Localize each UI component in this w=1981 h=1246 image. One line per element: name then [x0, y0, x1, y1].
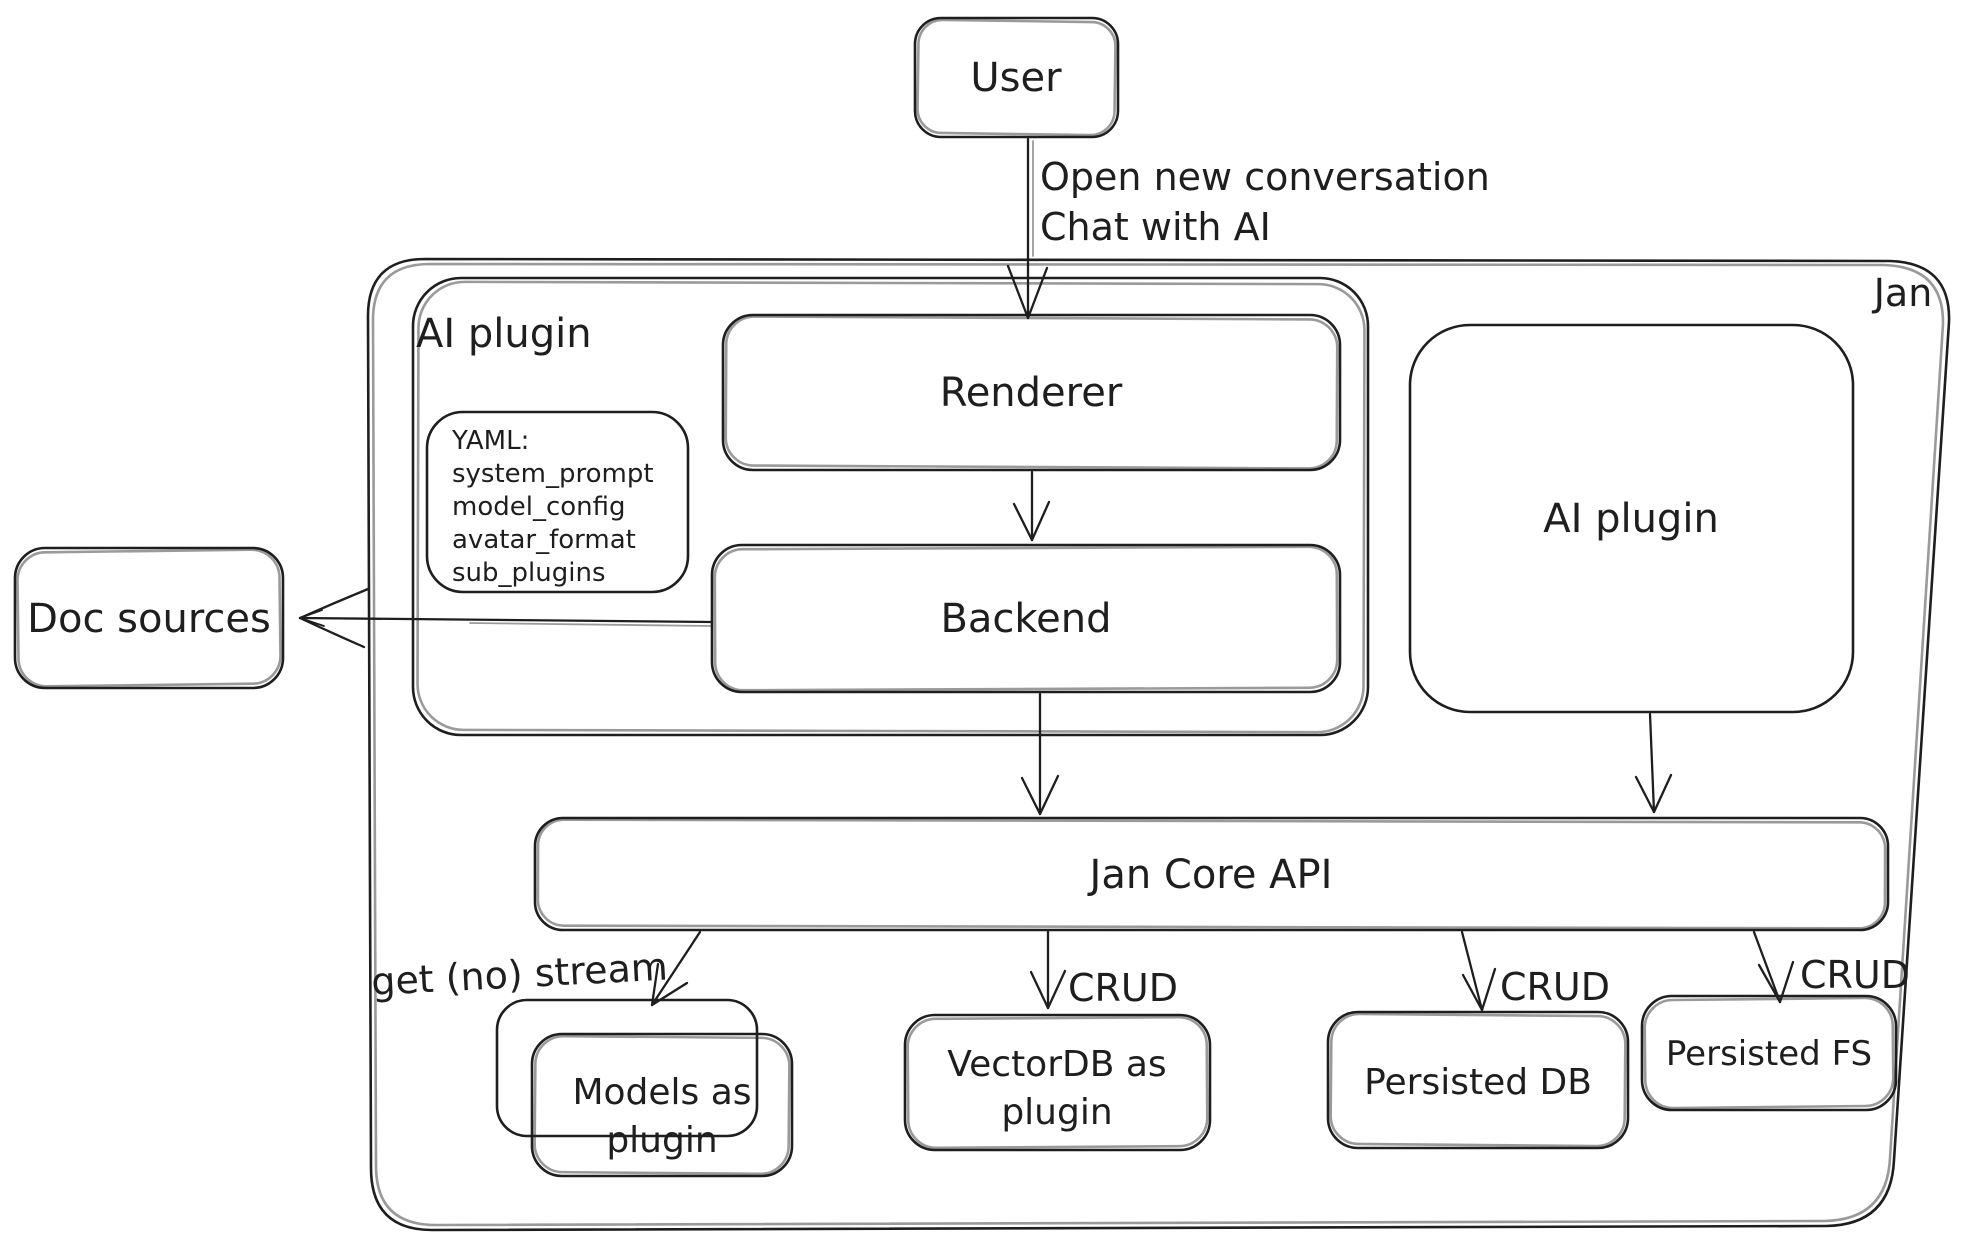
edge-renderer-to-backend: [1012, 470, 1051, 542]
edge-label-open-conversation-line2: Chat with AI: [1040, 205, 1271, 249]
yaml-note-border: [425, 410, 690, 594]
arrowhead-left: [298, 616, 366, 649]
edge-label-crud-persisted-fs: CRUD: [1800, 953, 1910, 997]
models-front-box: [530, 1032, 794, 1178]
arrowhead-down: [1757, 960, 1795, 1004]
arrowhead-down: [1461, 967, 1497, 1012]
doc-sources-label: Doc sources: [27, 596, 271, 642]
yaml-note-line: sub_plugins: [452, 558, 606, 588]
jan-container-border: [366, 257, 1951, 1232]
arrowhead-down: [1012, 500, 1051, 542]
models-front-box-sketch: [533, 1034, 791, 1176]
node-renderer: Renderer: [721, 313, 1342, 472]
edge-line-sketch: [469, 622, 713, 627]
persisted-fs-box: [1640, 994, 1898, 1112]
persisted-db-box-sketch: [1329, 1012, 1627, 1148]
edge-jan-core-to-models: get (no) stream: [370, 930, 702, 1007]
edge-line: [1460, 930, 1484, 1012]
ai-plugin-container-border: [411, 276, 1370, 737]
note-yaml: YAML: system_prompt model_config avatar_…: [425, 410, 690, 594]
user-box-sketch: [916, 18, 1117, 137]
arrowhead-down: [1634, 773, 1673, 814]
vectordb-label-line1: VectorDB as: [947, 1044, 1166, 1085]
edge-backend-to-jan-core: [1020, 692, 1060, 816]
persisted-fs-label: Persisted FS: [1666, 1034, 1872, 1074]
edge-line: [650, 930, 702, 1007]
arrowhead-left: [299, 609, 325, 627]
yaml-note-line: model_config: [452, 492, 626, 522]
jan-container-border-sketch: [371, 262, 1945, 1227]
vectordb-box-sketch: [906, 1015, 1209, 1150]
edge-jan-core-to-persisted-fs: CRUD: [1752, 930, 1910, 1004]
yaml-note-line: system_prompt: [452, 459, 654, 489]
doc-sources-box: [13, 546, 285, 690]
renderer-label: Renderer: [940, 370, 1123, 416]
edge-user-to-renderer: Open new conversation Chat with AI: [1006, 137, 1490, 320]
user-box: [913, 16, 1120, 139]
node-jan-core-api: Jan Core API: [533, 816, 1890, 932]
container-jan: Jan: [366, 257, 1951, 1232]
node-persisted-db: Persisted DB: [1326, 1010, 1630, 1150]
doc-sources-box-sketch: [16, 548, 282, 688]
jan-core-api-label: Jan Core API: [1087, 852, 1333, 898]
ai-plugin-container-border-sketch: [416, 280, 1366, 734]
jan-core-api-box: [533, 816, 1890, 932]
persisted-fs-box-sketch: [1643, 996, 1895, 1110]
vectordb-label-line2: plugin: [1001, 1092, 1112, 1133]
node-user: User: [913, 16, 1120, 139]
edge-label-crud-persisted-db: CRUD: [1500, 965, 1610, 1009]
node-persisted-fs: Persisted FS: [1640, 994, 1898, 1112]
edge-line: [1752, 930, 1782, 1004]
edge-jan-core-to-vectordb: CRUD: [1029, 930, 1178, 1010]
ai-plugin-box: [1408, 323, 1855, 714]
container-ai-plugin: AI plugin: [411, 276, 1370, 737]
arrowhead-down: [1006, 264, 1049, 320]
renderer-box-sketch: [724, 315, 1339, 470]
edge-label-get-no-stream: get (no) stream: [370, 945, 669, 1004]
renderer-box: [721, 313, 1342, 472]
edge-jan-core-to-persisted-db: CRUD: [1460, 930, 1610, 1012]
node-doc-sources: Doc sources: [13, 546, 285, 690]
models-back-box: [495, 998, 759, 1138]
models-label-line2: plugin: [606, 1120, 717, 1161]
persisted-db-box: [1326, 1010, 1630, 1150]
user-label: User: [970, 55, 1062, 101]
edge-line: [1648, 712, 1656, 814]
arrowhead-down: [1020, 774, 1060, 816]
edge-ai-plugin-to-jan-core: [1634, 712, 1673, 814]
edge-backend-to-doc-sources: [298, 587, 714, 649]
models-label-line1: Models as: [572, 1072, 751, 1113]
node-vectordb-as-plugin: VectorDB as plugin: [903, 1013, 1212, 1152]
persisted-db-label: Persisted DB: [1364, 1062, 1592, 1103]
node-backend: Backend: [710, 543, 1342, 694]
arrowhead-down: [1029, 969, 1067, 1010]
ai-plugin-container-label: AI plugin: [416, 311, 592, 357]
edge-line: [298, 616, 714, 624]
yaml-note-line: YAML:: [451, 426, 529, 456]
arrowhead-down: [650, 962, 689, 1007]
edge-label-crud-vectordb: CRUD: [1068, 966, 1178, 1010]
node-ai-plugin: AI plugin: [1408, 323, 1855, 714]
backend-label: Backend: [940, 596, 1111, 642]
backend-box: [710, 543, 1342, 694]
vectordb-box: [903, 1013, 1212, 1152]
edge-label-open-conversation-line1: Open new conversation: [1040, 155, 1490, 199]
ai-plugin-label: AI plugin: [1543, 496, 1719, 542]
jan-container-label: Jan: [1872, 271, 1933, 315]
jan-core-api-box-sketch: [536, 818, 1887, 930]
node-models-as-plugin: Models as plugin: [495, 998, 794, 1178]
yaml-note-line: avatar_format: [452, 525, 636, 555]
backend-box-sketch: [713, 545, 1339, 692]
